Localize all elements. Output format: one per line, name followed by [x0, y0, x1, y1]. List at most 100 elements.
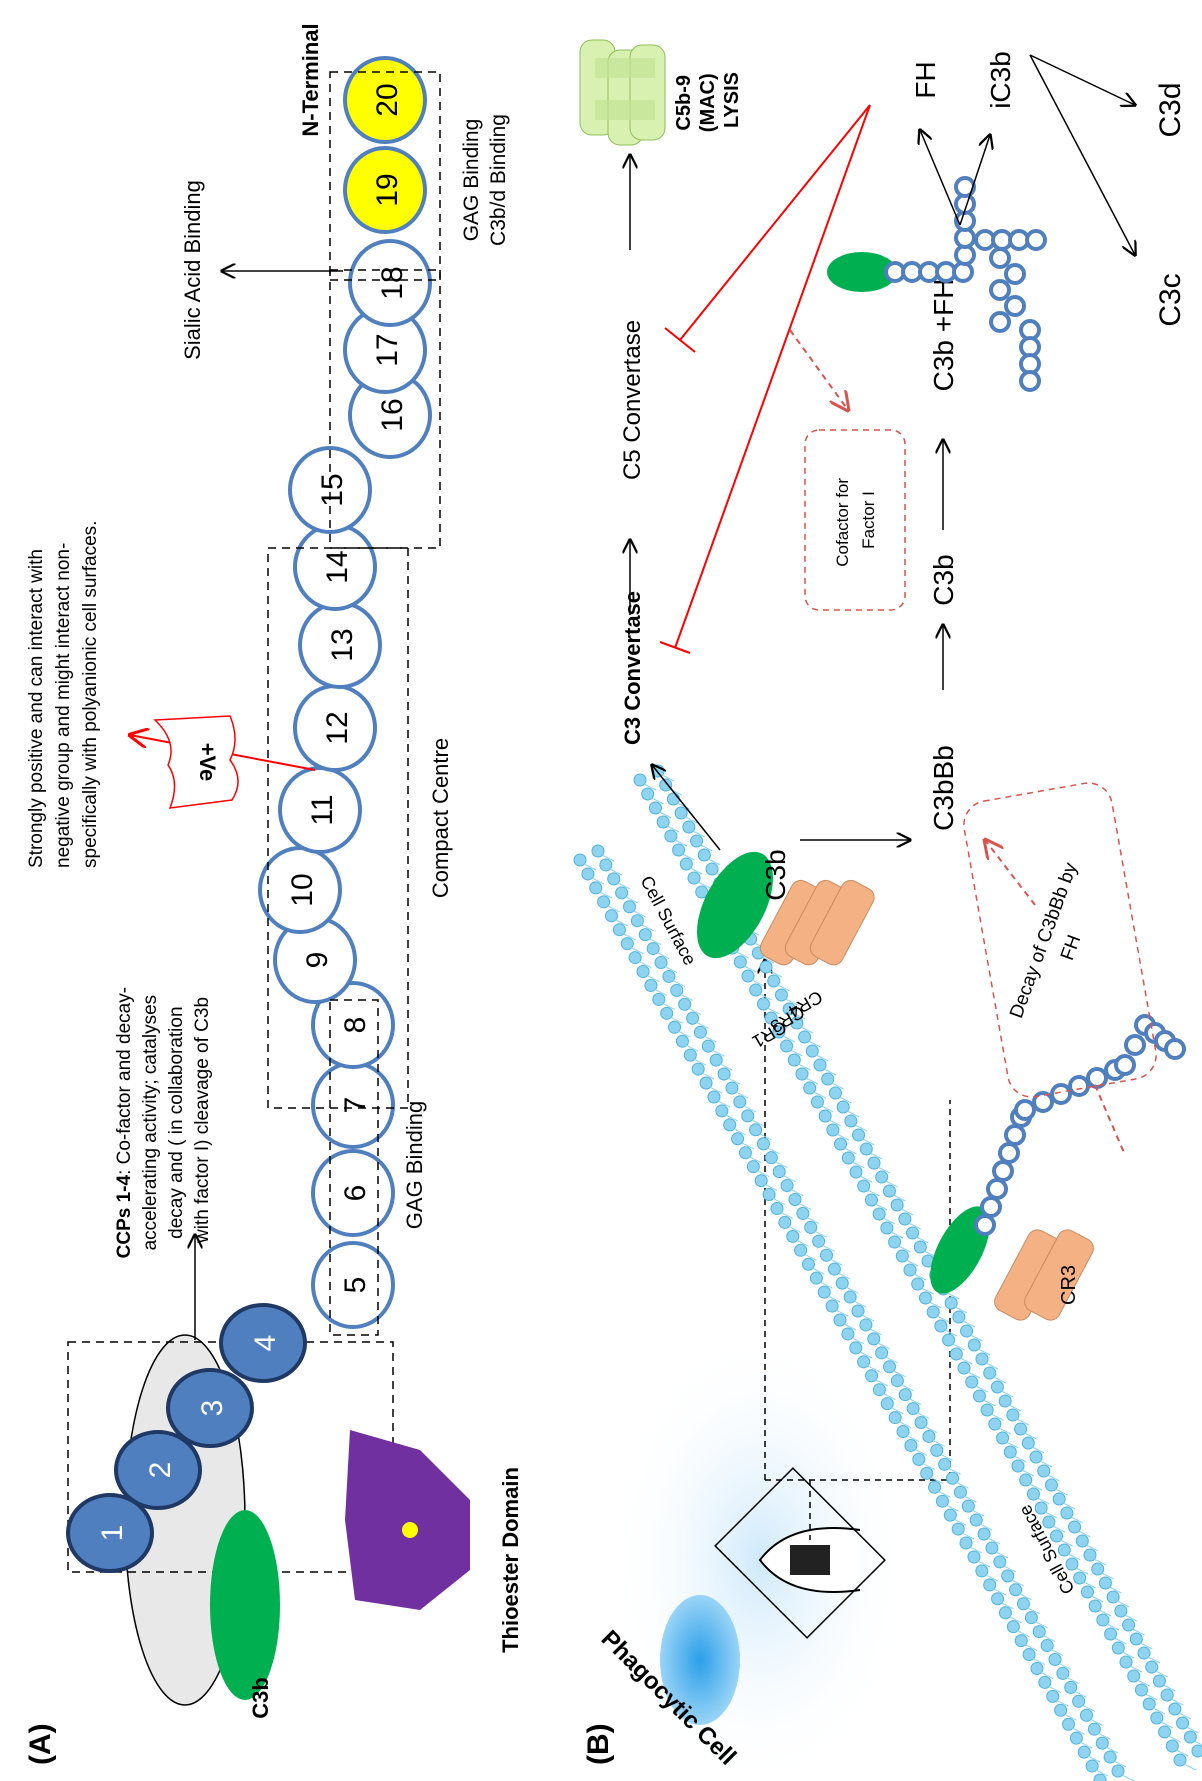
membrane-lipid [935, 1494, 949, 1508]
lipid-tail [867, 1365, 880, 1373]
fh-bead [1086, 1067, 1108, 1089]
membrane-lipid [975, 1352, 989, 1366]
fh-bead [1004, 295, 1026, 317]
fh-inhibit-c3-bar [659, 641, 691, 654]
lipid-tail [672, 980, 686, 987]
membrane-lipid [967, 1550, 981, 1564]
lipid-tail [853, 1300, 867, 1308]
gag-c3bd-box [329, 71, 441, 281]
membrane-lipid [812, 1234, 826, 1248]
fh-bead [1032, 1091, 1054, 1113]
membrane-lipid [938, 1457, 952, 1471]
lipid-tail [914, 1449, 928, 1456]
membrane-lipid [980, 1403, 994, 1417]
membrane-lipid [988, 1417, 1002, 1431]
membrane-lipid [867, 1332, 881, 1346]
lipid-tail [859, 1351, 872, 1359]
lipid-tail [916, 1412, 930, 1420]
phagocytic-nucleus [660, 1595, 740, 1725]
membrane-lipid [798, 1030, 812, 1044]
membrane-lipid [660, 1006, 674, 1020]
membrane-lipid [890, 1198, 904, 1212]
compact-centre-label: Compact Centre [428, 738, 453, 898]
fh-bead [1124, 1034, 1146, 1056]
membrane-lipid [867, 1156, 881, 1170]
lipid-tail [764, 1184, 778, 1192]
lipid-tail [846, 1110, 860, 1118]
membrane-lipid [662, 969, 676, 983]
membrane-lipid [628, 951, 642, 965]
lipid-tail [782, 1035, 796, 1043]
membrane-lipid [1088, 1599, 1102, 1613]
membrane-lipid [691, 1062, 705, 1076]
lipid-tail [790, 1189, 804, 1196]
lipid-tail [962, 1320, 976, 1328]
membrane-lipid [1057, 1543, 1071, 1557]
membrane-lipid [943, 1508, 957, 1522]
membrane-lipid [652, 992, 666, 1006]
lipid-tail [1086, 1544, 1099, 1552]
ccp-oval-shape [311, 1149, 395, 1237]
lipid-tail [688, 1007, 701, 1015]
lipid-tail [952, 1343, 965, 1351]
lipid-tail [998, 1427, 1012, 1435]
membrane-lipid [849, 1165, 863, 1179]
lipid-tail [651, 797, 664, 805]
c3b-green-ellipse [210, 1510, 280, 1700]
membrane-lipid [903, 1263, 917, 1277]
membrane-lipid [1032, 1625, 1046, 1639]
positive-line-2: negative group and might interact non- [53, 543, 74, 868]
membrane-lipid [693, 1025, 707, 1039]
lipid-tail [1040, 1672, 1054, 1679]
membrane-lipid [851, 1304, 865, 1318]
lipid-tail [1058, 1663, 1072, 1670]
ccp-oval-13: 13 [298, 601, 382, 689]
membrane-lipid [1077, 1745, 1091, 1759]
lipid-tail [938, 1490, 951, 1498]
lipid-tail [1106, 1623, 1120, 1631]
membrane-lipid [810, 1095, 824, 1109]
membrane-lipid [849, 1341, 863, 1355]
thioester-domain-shape [345, 1430, 470, 1610]
lipid-tail [846, 1286, 859, 1294]
lipid-tail [641, 924, 654, 932]
lipid-tail [908, 1222, 922, 1230]
lipid-tail [759, 993, 772, 1001]
lipid-tail [751, 1119, 764, 1127]
membrane-lipid [944, 1296, 958, 1310]
membrane-lipid [951, 1522, 965, 1536]
ccp-oval-5: 5 [311, 1241, 395, 1329]
lipid-tail [1098, 1609, 1112, 1617]
membrane-lipid [770, 1201, 784, 1215]
ccp-line-1: : Co-factor and decay- [114, 987, 135, 1175]
c3b-to-c3conv-arrow [652, 765, 721, 851]
lipid-tail [1060, 1539, 1073, 1547]
lipid-tail [733, 1128, 746, 1136]
lipid-tail [898, 1421, 912, 1429]
membrane-lipid [803, 1081, 817, 1095]
ccp-oval-19: 19 [343, 146, 427, 234]
lipid-tail [870, 1152, 883, 1160]
lipid-tail [843, 1323, 857, 1331]
pocket-receptors [790, 1545, 830, 1575]
c3b-green-membrane [697, 851, 773, 959]
lipid-tail [678, 1030, 691, 1038]
c3d-label: C3d [1154, 82, 1187, 137]
ccp-number-label: 11 [306, 794, 339, 825]
lipid-tail [940, 1453, 954, 1461]
lipid-tail [893, 1370, 906, 1378]
membrane-lipid [1019, 1473, 1033, 1487]
membrane-lipid [674, 806, 688, 820]
membrane-lipid [1079, 1708, 1093, 1722]
membrane-lipid [872, 1207, 886, 1221]
lipid-tail [1070, 1516, 1084, 1524]
lipid-tail [749, 1156, 762, 1164]
lipid-tail [583, 863, 597, 871]
cofactor-arrow [789, 329, 848, 410]
lipid-tail [961, 1532, 975, 1540]
membrane-lipid [1022, 1648, 1036, 1662]
cofactor-box [804, 429, 906, 611]
ccp-oval-shape [288, 446, 372, 534]
lipid-tail [631, 947, 644, 955]
